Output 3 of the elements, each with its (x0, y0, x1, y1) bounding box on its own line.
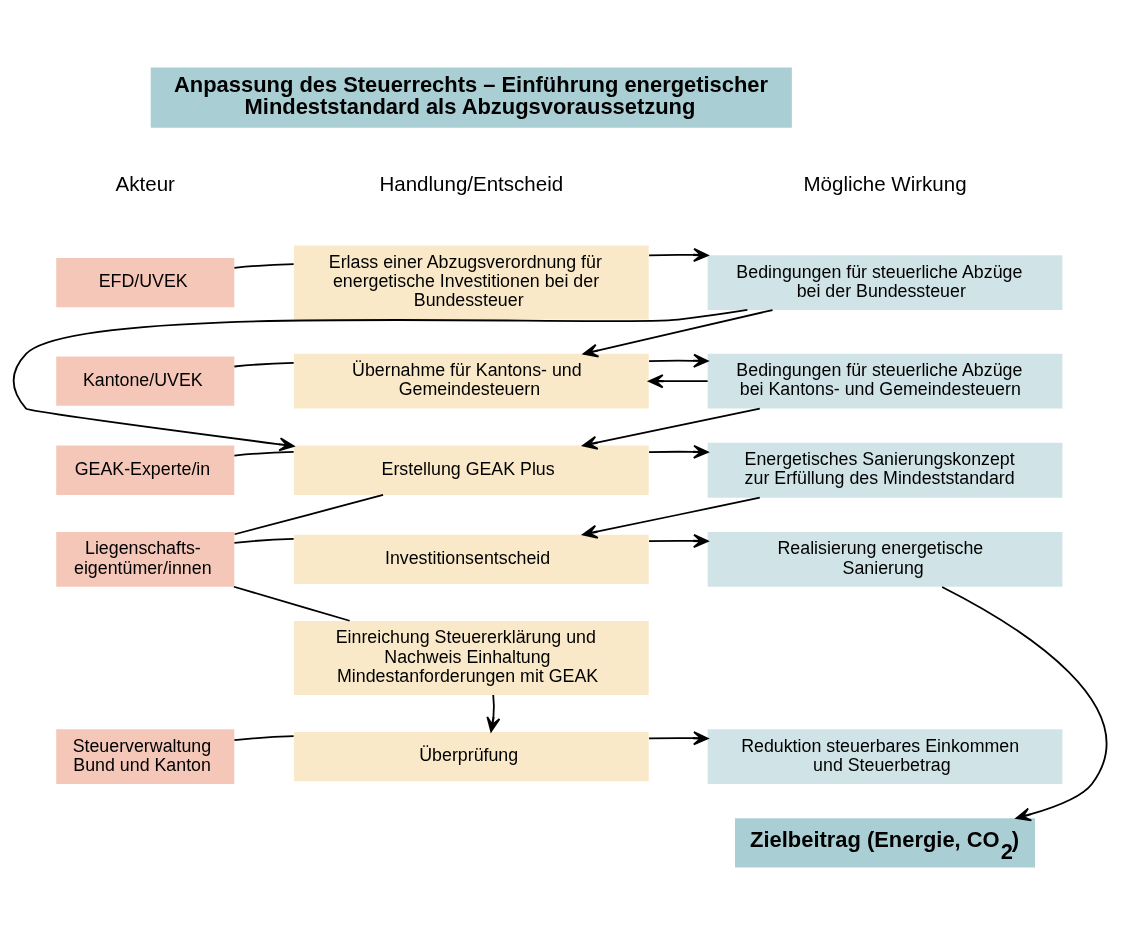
label: Handlung/Entscheid (379, 171, 564, 195)
label: Mögliche Wirkung (803, 171, 967, 195)
label: Akteur (115, 171, 175, 195)
